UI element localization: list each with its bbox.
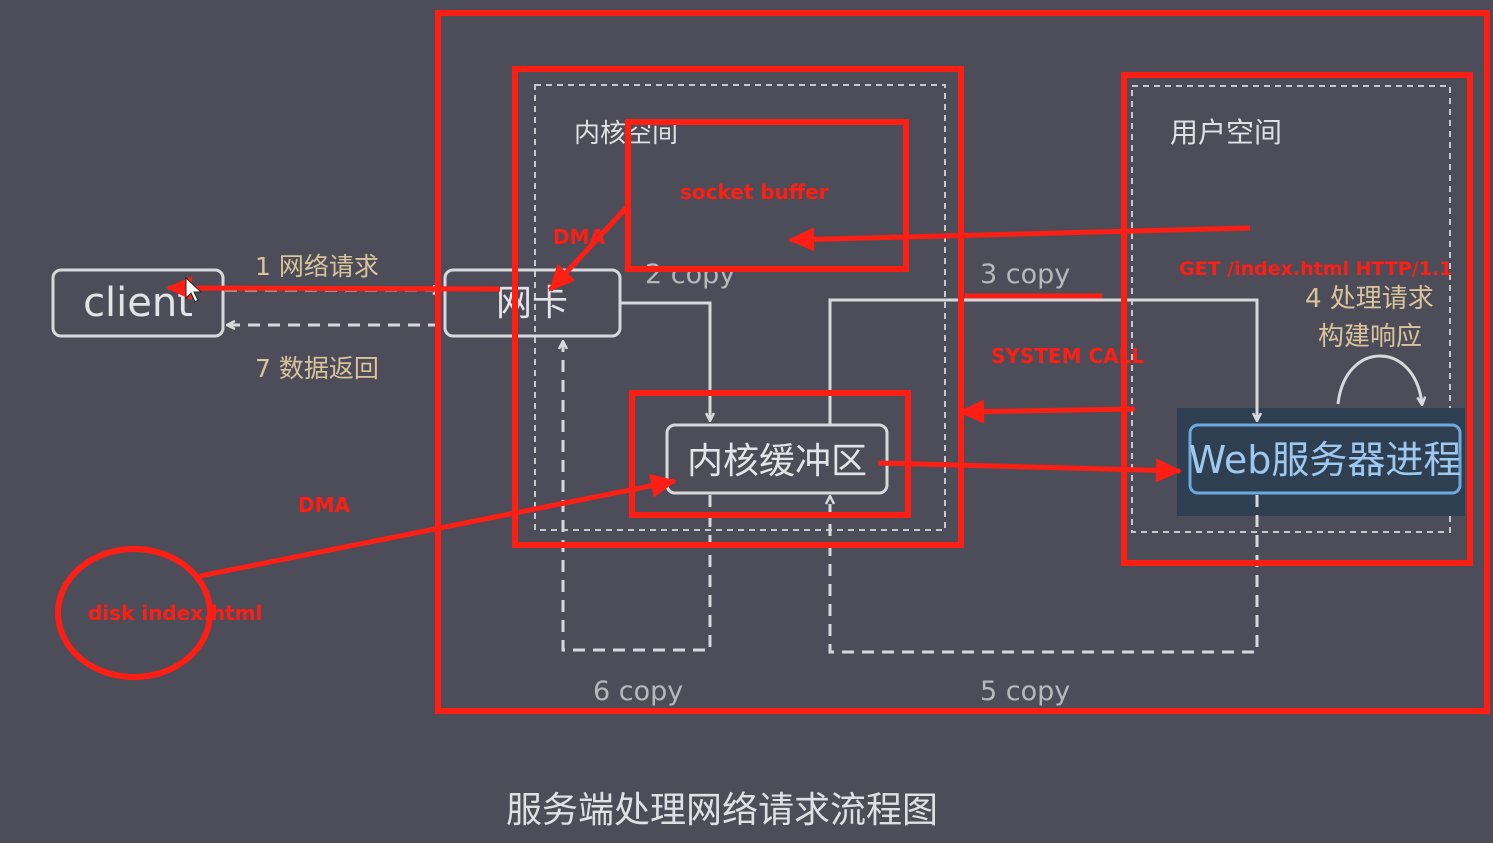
socket-buffer-annotation-box [625, 119, 909, 272]
disk-annotation-circle [55, 546, 213, 680]
kernel-buffer-label: 内核缓冲区 [687, 441, 867, 482]
step2-label: 2 copy [645, 259, 735, 290]
kernel-buffer-annotation-box [629, 390, 911, 518]
red-arrow-buffer-to-web [877, 458, 1182, 483]
red-arrow-get-request [788, 225, 1251, 252]
step3-line [828, 298, 1257, 425]
disk-label: disk index.html [88, 601, 262, 625]
user-space-label: 用户空间 [1170, 116, 1282, 149]
step5-label: 5 copy [980, 676, 1070, 707]
red-arrow-system-call [958, 399, 1136, 424]
red-arrow-nic-to-client [166, 276, 501, 301]
red-arrow-disk-dma [199, 473, 677, 579]
system-call-label: SYSTEM CALL [991, 344, 1144, 368]
step2-line [620, 301, 710, 420]
step4-label-line2: 构建响应 [1318, 322, 1422, 352]
server-outer-annotation-box [435, 10, 1490, 714]
step3-label: 3 copy [980, 259, 1070, 290]
kernel-space-region [534, 84, 946, 531]
red-arrow-socket-dma [548, 206, 628, 292]
step7-label: 7 数据返回 [255, 354, 379, 383]
user-annotation-box [1121, 72, 1473, 566]
socket-buffer-label: socket buffer [680, 180, 829, 204]
web-server-label: Web服务器进程 [1189, 438, 1462, 482]
get-request-label: GET /index.html HTTP/1.1 [1179, 258, 1452, 280]
nic-label: 网卡 [496, 283, 568, 324]
user-space-region [1131, 85, 1451, 533]
diagram-title: 服务端处理网络请求流程图 [506, 790, 938, 831]
dma-top-label: DMA [553, 225, 606, 249]
step6-line [563, 342, 712, 652]
mouse-cursor-icon [185, 276, 203, 303]
client-node [51, 268, 225, 338]
web-server-node [1188, 423, 1462, 495]
dma-bottom-label: DMA [298, 493, 351, 517]
kernel-buffer-node [665, 423, 889, 495]
step6-label: 6 copy [593, 676, 683, 707]
step4-label-line1: 4 处理请求 [1305, 284, 1434, 314]
step1-label: 1 网络请求 [255, 252, 379, 281]
step4-loop [1336, 354, 1422, 404]
kernel-annotation-box [512, 66, 964, 548]
step5-line [830, 495, 1259, 654]
